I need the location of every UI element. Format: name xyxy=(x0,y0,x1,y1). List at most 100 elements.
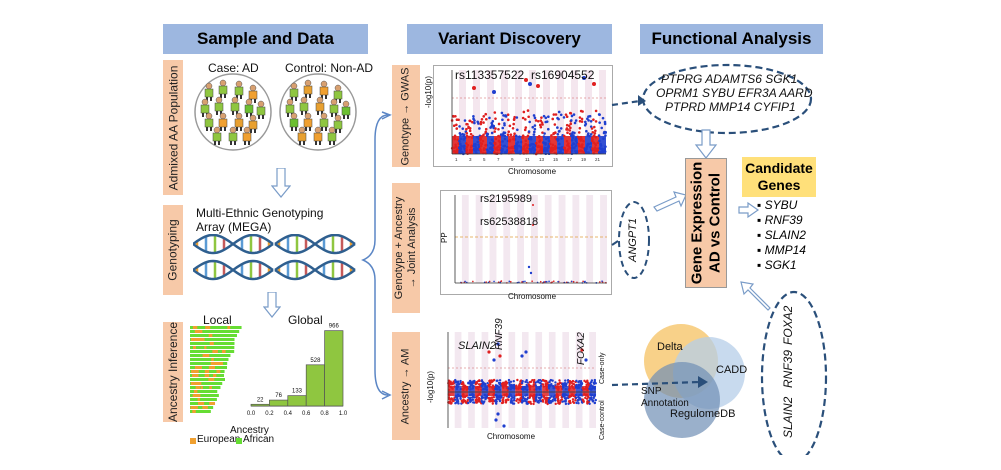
snp-point xyxy=(468,129,472,133)
hollow-arrows xyxy=(653,129,771,311)
candidate-title-line2: Genes xyxy=(757,177,801,193)
joint-gene-angpt1: ANGPT1 xyxy=(627,217,639,262)
snp-point xyxy=(458,131,462,135)
snp-point xyxy=(509,133,513,137)
joint-snp-point xyxy=(527,265,531,269)
snp-point xyxy=(482,115,486,118)
snp-point xyxy=(463,119,467,122)
candidate-genes-title: Candidate Genes xyxy=(742,157,816,197)
person-icon xyxy=(212,126,222,145)
joint-side-a: Genotype + Ancestry xyxy=(393,196,406,300)
person-icon xyxy=(315,96,325,115)
population-illustration xyxy=(194,73,357,151)
snp-point xyxy=(522,110,526,114)
snp-point xyxy=(484,130,488,134)
gene-expr-line1: Gene Expression xyxy=(688,161,705,285)
snp-point xyxy=(562,116,566,119)
histogram-bar xyxy=(305,364,325,407)
connector-brace xyxy=(361,111,392,400)
chromosome-tick: 17 xyxy=(567,157,573,162)
header-functional-analysis: Functional Analysis xyxy=(640,24,823,54)
person-icon xyxy=(248,114,258,133)
gwas-side-a: Genotype xyxy=(399,117,412,166)
snp-point xyxy=(593,131,597,135)
snp-point xyxy=(552,113,556,116)
side-label-genotyping: Genotyping xyxy=(163,205,183,295)
global-ancestry-label: Global xyxy=(288,313,323,327)
snp-point xyxy=(472,115,475,118)
snp-point xyxy=(527,130,531,133)
person-icon xyxy=(303,112,313,131)
person-icon xyxy=(234,112,244,131)
snp-point xyxy=(503,122,506,125)
snp-point xyxy=(473,121,476,125)
snp-point xyxy=(493,130,497,133)
snp-point xyxy=(469,132,473,136)
am-side-a: Ancestry xyxy=(399,381,412,424)
snp-point xyxy=(501,118,504,122)
am-peak-point xyxy=(487,350,491,354)
snp-point xyxy=(515,116,519,119)
snp-point xyxy=(508,124,512,128)
am-peak-point xyxy=(496,342,500,346)
ancestry-axis-label: Ancestry xyxy=(230,425,269,436)
snp-point xyxy=(565,123,569,127)
person-icon xyxy=(230,96,240,115)
snp-point xyxy=(578,126,582,130)
snp-point xyxy=(551,117,555,121)
snp-point xyxy=(512,118,516,122)
snp-point xyxy=(558,129,561,133)
snp-point xyxy=(598,121,601,124)
snp-point xyxy=(455,118,459,122)
snp-point xyxy=(584,122,588,126)
snp-point xyxy=(590,127,594,130)
x-tick-label: 0.0 xyxy=(247,411,256,417)
bar-data-label: 76 xyxy=(275,393,282,399)
person-icon xyxy=(242,126,252,145)
local-ancestry-chromosome-bars xyxy=(190,326,242,413)
snp-point xyxy=(490,123,494,127)
am-peak-point xyxy=(520,354,524,358)
legend-african-label: African xyxy=(243,434,275,445)
side-label-ancestry-inference: Ancestry Inference xyxy=(163,322,183,422)
chromosome-tick: 3 xyxy=(469,157,472,162)
snp-point xyxy=(536,119,540,123)
snp-point xyxy=(521,116,525,120)
snp-point xyxy=(507,130,511,134)
person-icon xyxy=(214,96,224,115)
snp-point xyxy=(589,119,593,123)
snp-point xyxy=(565,127,569,130)
chromosome-tick: 19 xyxy=(581,157,587,162)
snp-point xyxy=(601,116,605,120)
snp-point xyxy=(452,115,455,118)
snp-point xyxy=(547,115,550,118)
person-icon xyxy=(319,112,329,131)
snp-point xyxy=(574,119,578,122)
histogram-bar xyxy=(250,403,270,407)
person-icon xyxy=(327,126,337,145)
bar-data-label: 966 xyxy=(329,324,340,330)
snp-point xyxy=(532,133,536,136)
snp-point xyxy=(500,111,504,115)
gwas-snp-label-1: rs113357522 xyxy=(455,68,525,82)
snp-point xyxy=(501,126,505,130)
snp-point xyxy=(478,127,481,130)
person-icon xyxy=(228,126,238,145)
side-label-genotyping-text: Genotyping xyxy=(166,219,181,281)
joint-top-snp-point xyxy=(532,224,534,226)
am-peak-point xyxy=(502,424,506,428)
snp-point xyxy=(572,113,576,116)
venn-label-regulomedb: RegulomeDB xyxy=(670,408,736,420)
person-icon xyxy=(333,84,343,103)
snp-point xyxy=(465,127,468,131)
snp-point xyxy=(567,124,571,128)
snp-point xyxy=(497,122,501,126)
mega-label-line1: Multi-Ethnic Genotyping xyxy=(196,206,324,220)
gwas-genes-line1: PTPRG ADAMTS6 SGK1 xyxy=(661,72,798,86)
snp-point xyxy=(471,120,474,124)
snp-point xyxy=(573,121,577,125)
top-snp-point xyxy=(528,82,532,86)
venn-label-cadd: CADD xyxy=(716,364,748,376)
x-tick-label: 0.4 xyxy=(284,411,293,417)
